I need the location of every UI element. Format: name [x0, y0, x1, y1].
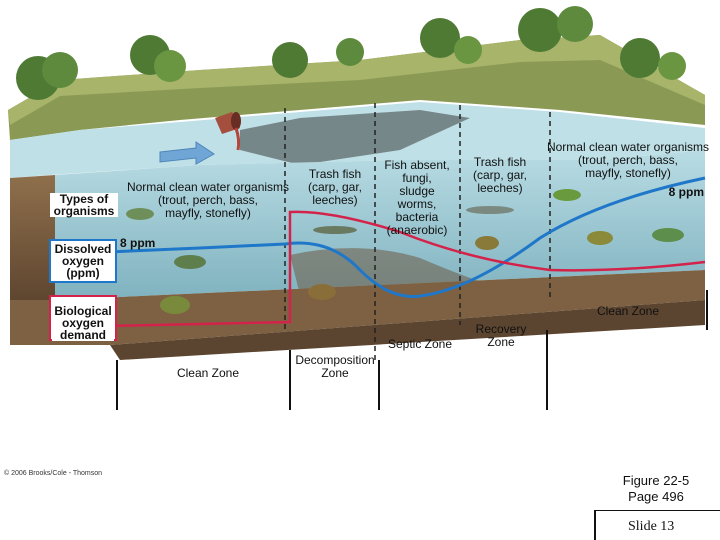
figure-reference: Figure 22-5 Page 496 [622, 473, 690, 504]
slide-box-top-border [594, 510, 720, 511]
far-bank [8, 35, 705, 140]
trash-fish-recovery-label: Trash fish (carp, gar, leeches) [472, 155, 528, 195]
zone-septic-label: Septic Zone [387, 337, 453, 351]
decomposition-guide-line [289, 350, 291, 410]
tree-icon [16, 6, 686, 100]
zone-decomposition-label: Decomposition Zone [295, 353, 375, 380]
fish-icon [126, 189, 684, 314]
normal-clean-organisms-right-label: Normal clean water organisms (trout, per… [546, 140, 710, 180]
slide-number: Slide 13 [628, 519, 675, 534]
left-guide-line [116, 360, 118, 410]
zone-clean-right-label: Clean Zone [596, 304, 660, 318]
normal-clean-organisms-left-label: Normal clean water organisms (trout, per… [126, 180, 290, 220]
ppm-right-label: 8 ppm [668, 185, 704, 199]
recovery-guide-line [546, 330, 548, 410]
dissolved-oxygen-label: Dissolved oxygen (ppm) [52, 243, 114, 279]
biological-oxygen-demand-curve [106, 210, 706, 328]
copyright-text: © 2006 Brooks/Cole - Thomson [4, 470, 103, 477]
slide-box-left-border [594, 510, 596, 540]
zone-clean-left-label: Clean Zone [176, 366, 240, 380]
types-of-organisms-label: Types of organisms [50, 193, 118, 217]
zone-recovery-label: Recovery Zone [475, 322, 527, 349]
effluent-pipe-icon [215, 112, 241, 151]
left-soil-section [10, 140, 55, 300]
zone-dividers [284, 103, 551, 360]
septic-guide-line [378, 360, 380, 410]
bottom-soil-strip [10, 270, 705, 360]
right-guide-line [706, 290, 708, 330]
trash-fish-decomposition-label: Trash fish (carp, gar, leeches) [307, 167, 363, 207]
dissolved-oxygen-curve [107, 176, 706, 298]
ppm-left-label: 8 ppm [120, 236, 156, 250]
fish-absent-label: Fish absent, fungi, sludge worms, bacter… [384, 158, 450, 237]
flow-arrow-icon [159, 141, 215, 165]
biological-oxygen-demand-label: Biological oxygen demand [52, 305, 114, 341]
